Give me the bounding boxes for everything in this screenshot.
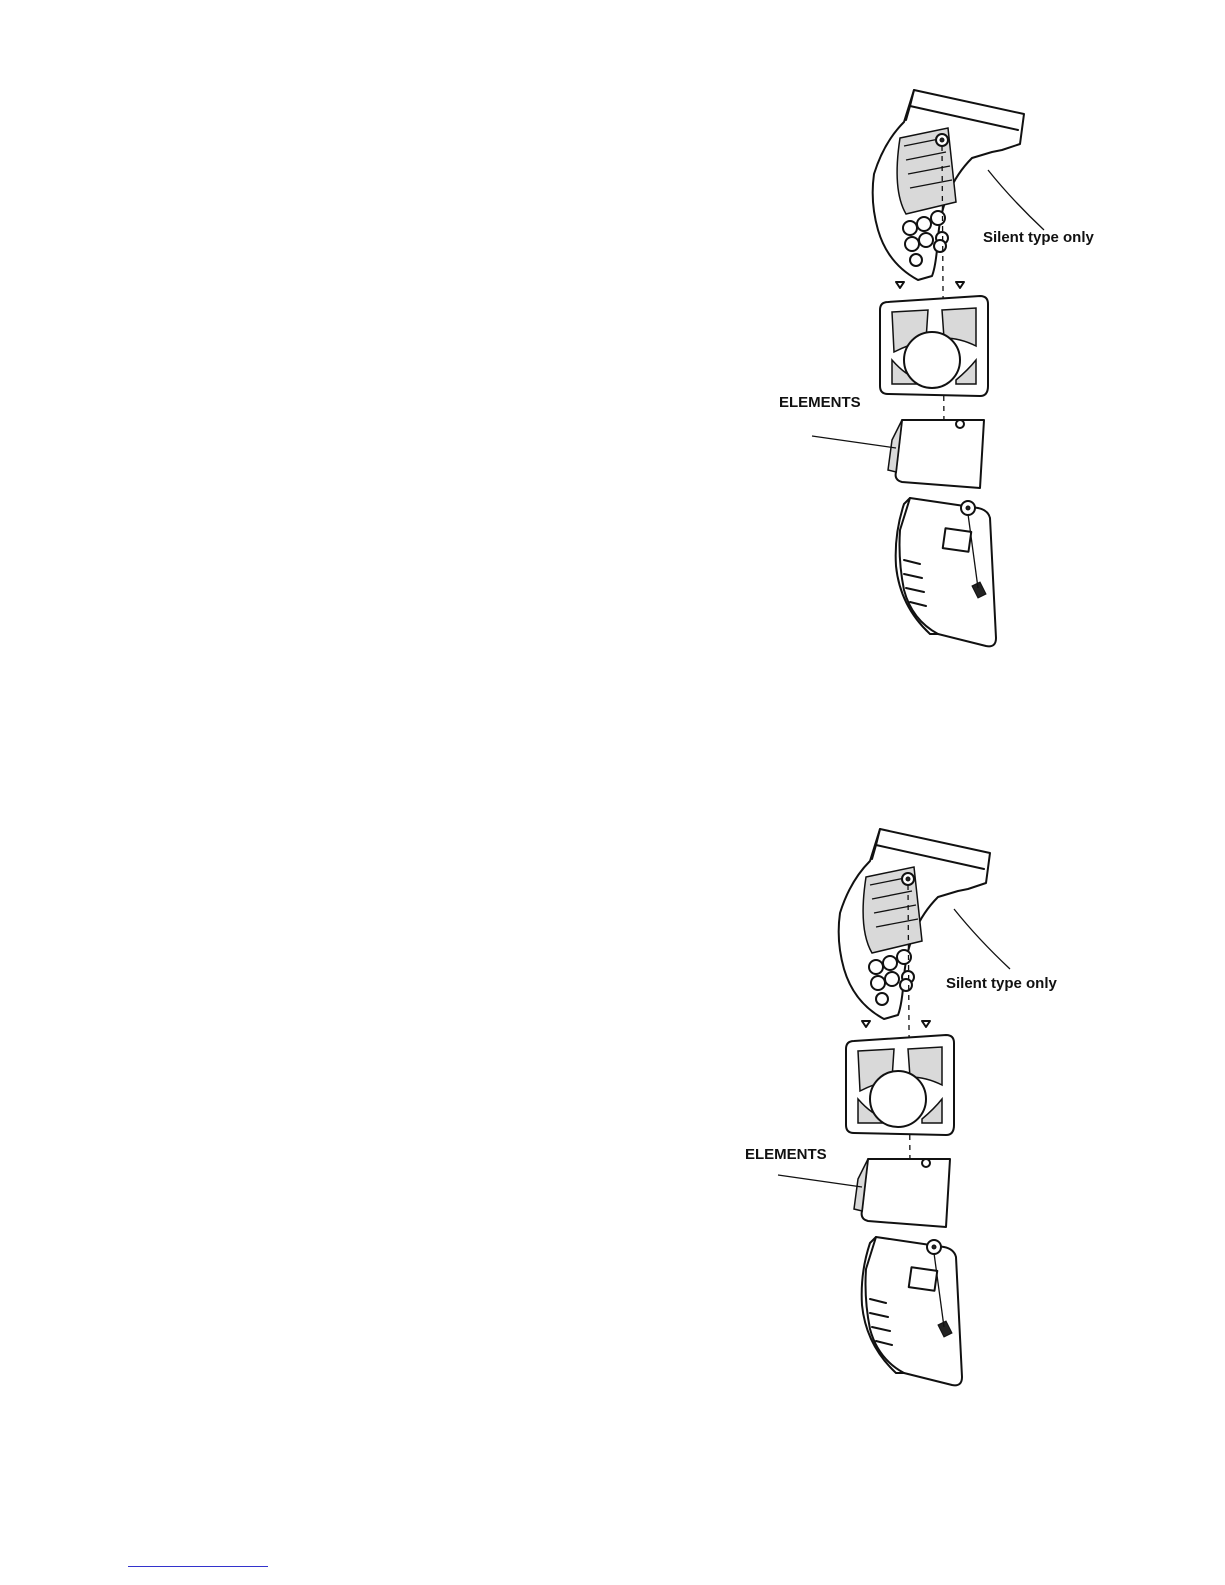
figure-2-assembly <box>778 829 1010 1385</box>
elements-callout-2: ELEMENTS <box>745 1146 827 1163</box>
silent-type-callout-1: Silent type only <box>983 229 1095 246</box>
silent-type-callout-2: Silent type only <box>946 975 1058 992</box>
elements-callout-1: ELEMENTS <box>779 394 861 411</box>
footnote-rule <box>128 1566 268 1567</box>
figure-1-assembly <box>812 90 1044 646</box>
